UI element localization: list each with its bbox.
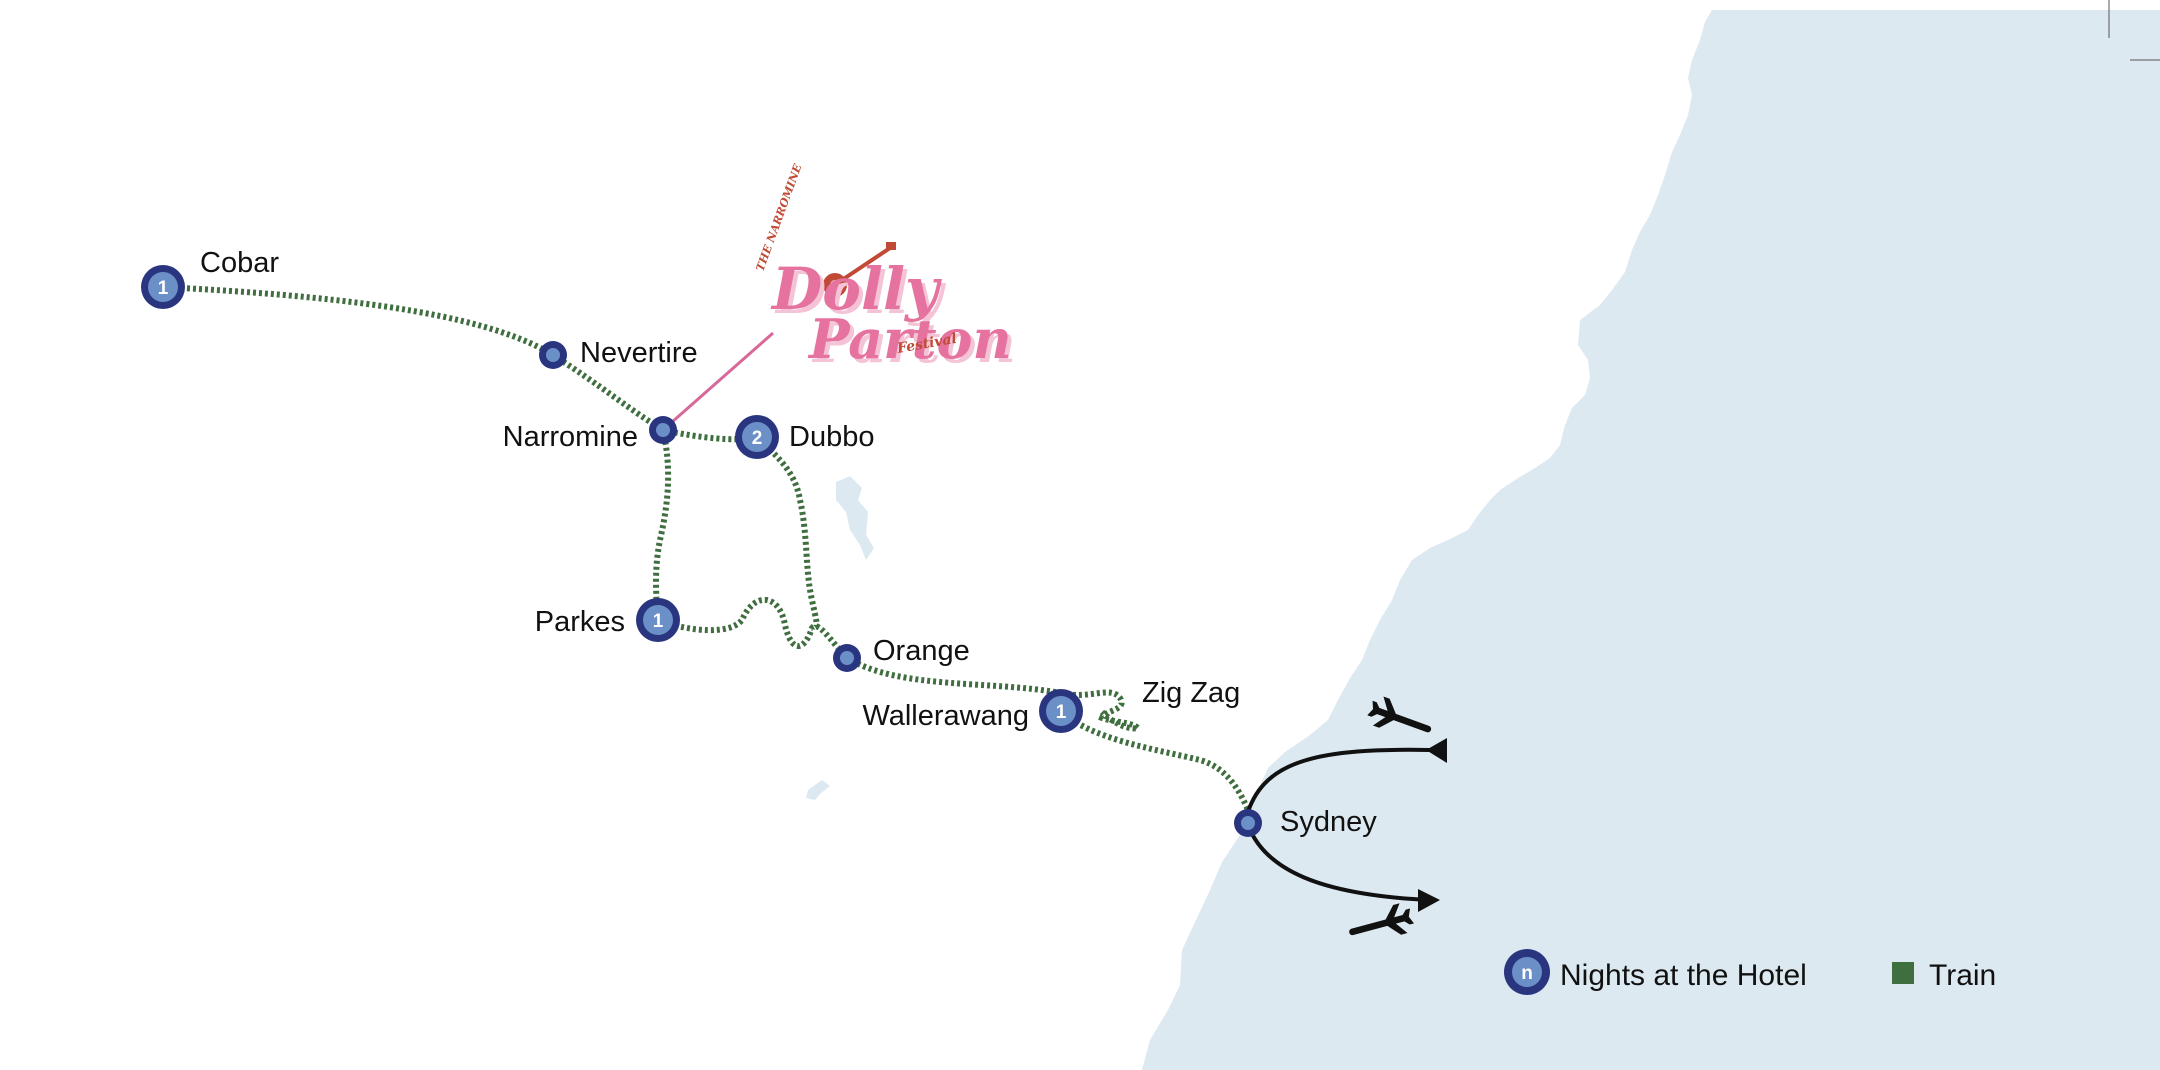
guitar-icon [823, 242, 896, 297]
lake [836, 476, 874, 560]
festival-link-line [662, 331, 774, 432]
logo-line-dolly: Dolly [770, 255, 943, 323]
town-label-parkes: Parkes [535, 606, 625, 638]
dolly-parton-festival-logo: THE NARROMINE Dolly Dolly Parton Parton … [754, 162, 1016, 375]
town-label-narromine: Narromine [503, 421, 638, 453]
town-marker-orange [833, 644, 861, 672]
legend-nights-label: Nights at the Hotel [1560, 959, 1807, 992]
flight-departure-path [1246, 824, 1431, 902]
route-wallerawang-sydney [1059, 709, 1251, 812]
town-marker-parkes: 1 [636, 598, 680, 642]
route-dubbo-orange [754, 434, 820, 632]
legend-train-label: Train [1929, 959, 1996, 992]
town-marker-wallerawang: 1 [1039, 689, 1083, 733]
town-label-wallerawang: Wallerawang [862, 700, 1029, 732]
town-marker-dubbo: 2 [735, 415, 779, 459]
svg-text:Dolly: Dolly [774, 259, 947, 327]
train-routes [162, 284, 1251, 812]
flight-arrival-path [1246, 747, 1431, 813]
legend: n Nights at the Hotel Train [1504, 949, 1996, 995]
town-label-nevertire: Nevertire [580, 337, 698, 369]
flight-arrival-arrowhead [1426, 738, 1447, 763]
nights-count: 1 [158, 278, 169, 299]
lake [806, 780, 830, 800]
airplane-icon [1349, 903, 1414, 936]
route-orange-wallerawang [845, 655, 1062, 696]
legend-nights-symbol: n [1504, 949, 1550, 995]
town-label-sydney: Sydney [1280, 806, 1377, 838]
town-marker-cobar: 1 [141, 265, 185, 309]
town-marker-nevertire [539, 341, 567, 369]
svg-text:Parton: Parton [811, 311, 1016, 375]
nights-count: 2 [752, 428, 763, 449]
town-label-cobar: Cobar [200, 247, 279, 279]
flight-paths [1246, 747, 1431, 902]
nights-count: 1 [1056, 702, 1067, 723]
town-label-orange: Orange [873, 635, 970, 667]
route-cobar-nevertire [162, 284, 555, 358]
town-marker-sydney [1234, 809, 1262, 837]
svg-text:n: n [1521, 963, 1533, 984]
town-label-zigzag: Zig Zag [1142, 677, 1240, 709]
nights-count: 1 [653, 611, 664, 632]
logo-line-parton: Parton [807, 307, 1012, 371]
legend-train-swatch [1892, 962, 1914, 984]
sea-area [1142, 10, 2160, 1070]
flight-departure-arrowhead [1418, 889, 1440, 912]
town-marker-narromine [649, 416, 677, 444]
route-parkes-orange [656, 597, 850, 661]
town-label-dubbo: Dubbo [789, 421, 874, 453]
airplane-icon [1367, 696, 1432, 733]
route-zigzag-loop [1060, 689, 1144, 732]
route-narromine-parkes [653, 429, 672, 621]
